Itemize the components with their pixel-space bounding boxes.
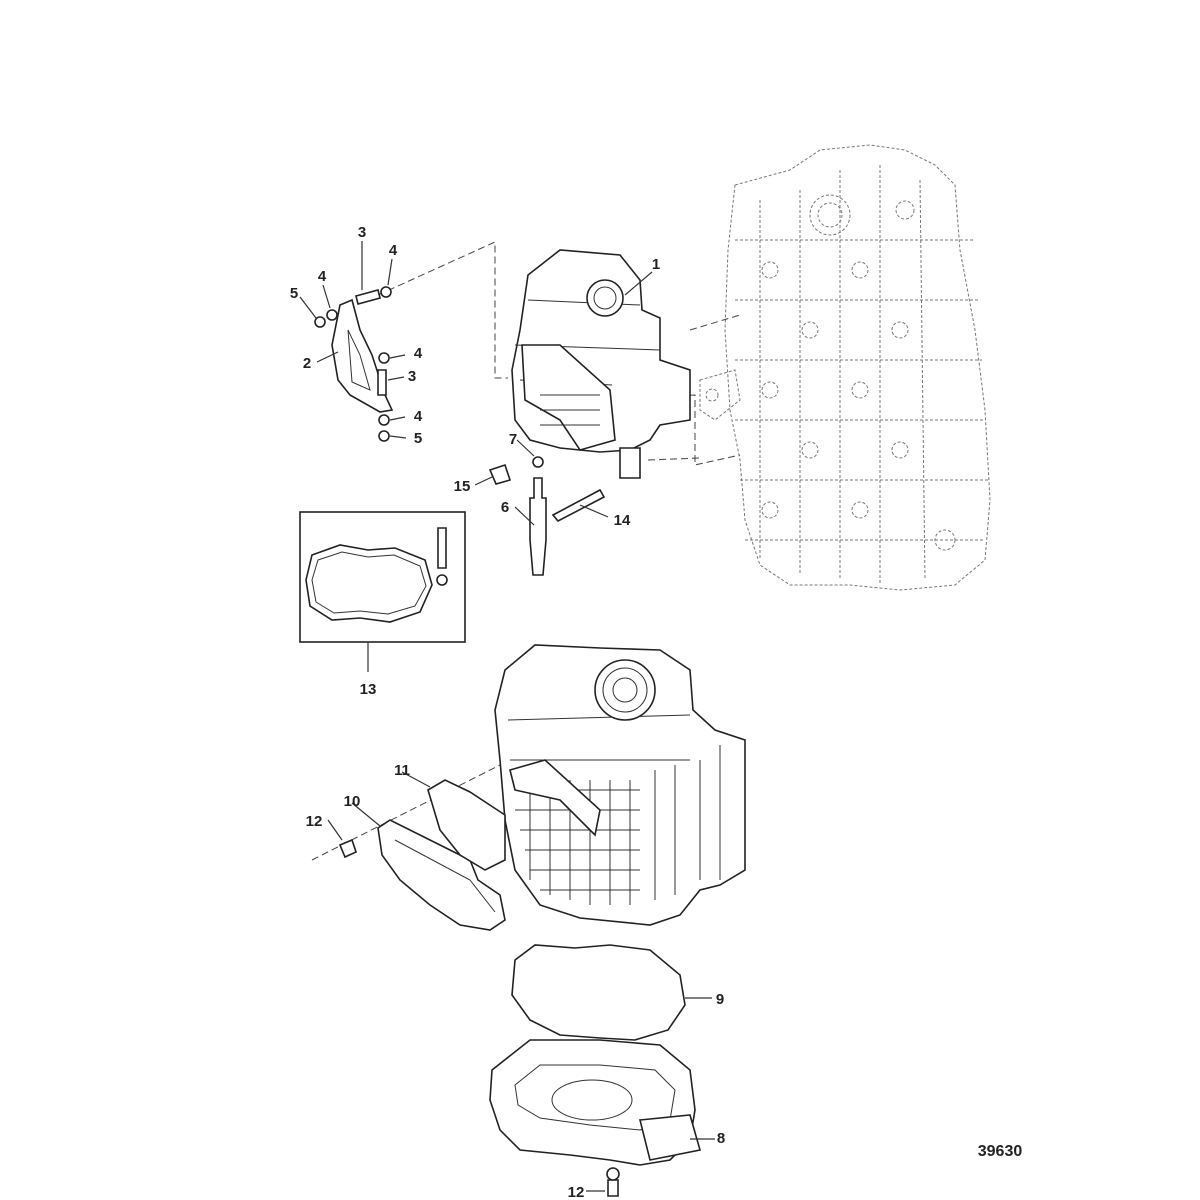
fasteners-upper (314, 286, 392, 442)
mounting-bracket (331, 298, 394, 413)
callout-12: 12 (568, 1184, 585, 1200)
callout-4: 4 (414, 408, 423, 425)
engine-block-outline (699, 144, 991, 591)
callout-8: 8 (717, 1130, 725, 1147)
callout-3: 3 (408, 368, 416, 385)
sensor-and-clips (488, 456, 606, 576)
callout-10: 10 (344, 793, 361, 810)
callout-6: 6 (501, 499, 509, 516)
callout-14: 14 (614, 512, 631, 529)
callout-12: 12 (306, 813, 323, 830)
callout-4: 4 (318, 268, 327, 285)
o-ring-seal (511, 944, 686, 1041)
supercharger-assembly-upper (511, 249, 691, 479)
figure-number: 39630 (978, 1143, 1023, 1160)
callout-13: 13 (360, 681, 377, 698)
callout-1: 1 (652, 256, 660, 273)
callout-5: 5 (290, 285, 298, 302)
callout-15: 15 (454, 478, 471, 495)
callout-5: 5 (414, 430, 422, 447)
supercharger-housing-lower (494, 644, 746, 926)
leader-lines (299, 241, 715, 1192)
callout-2: 2 (303, 355, 311, 372)
callout-3: 3 (358, 224, 366, 241)
callout-7: 7 (509, 431, 517, 448)
callout-11: 11 (394, 762, 410, 779)
callout-4: 4 (389, 242, 398, 259)
lower-cover (489, 1039, 702, 1197)
callout-9: 9 (716, 991, 724, 1008)
gasket-kit-box (299, 511, 466, 672)
inlet-duct-and-gasket (338, 779, 506, 931)
callout-labels: 1 3 4 4 5 2 4 3 4 5 7 15 6 14 13 11 10 1… (290, 224, 725, 1200)
callout-4: 4 (414, 345, 423, 362)
